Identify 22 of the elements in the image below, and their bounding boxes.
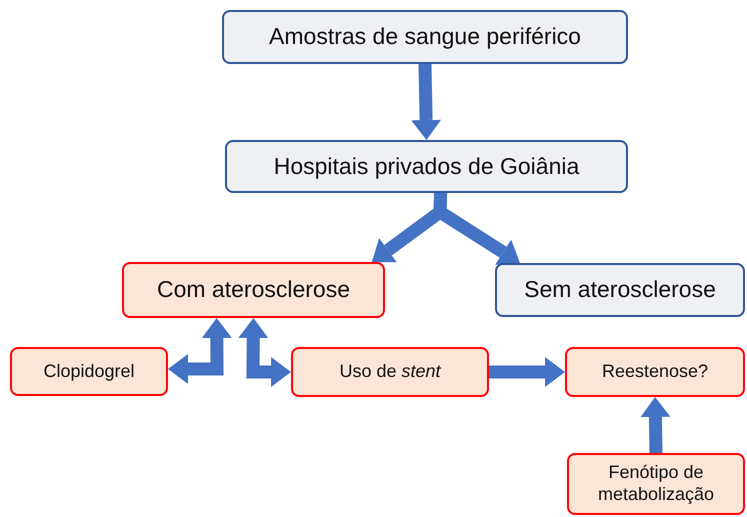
process-box <box>122 262 385 318</box>
process-box <box>567 453 745 515</box>
box-label: Sem aterosclerose <box>524 276 716 304</box>
box-label: Com aterosclerose <box>156 276 350 304</box>
box-label: Amostras de sangue periférico <box>269 23 581 51</box>
box-label: Hospitais privados de Goiânia <box>274 152 580 180</box>
process-box <box>10 347 168 396</box>
process-box <box>495 263 745 317</box>
box-label: Uso de stent <box>339 361 441 383</box>
process-box <box>225 140 628 193</box>
box-label: Clopidogrel <box>43 360 135 382</box>
block-arrow <box>411 64 442 140</box>
process-box <box>291 347 489 397</box>
process-box <box>565 347 745 397</box>
block-arrow <box>238 318 291 387</box>
box-label: Reestenose? <box>602 361 708 383</box>
process-box <box>222 10 628 64</box>
box-label: Fenótipo de metabolização <box>596 462 716 506</box>
block-arrow <box>640 397 670 454</box>
block-arrow <box>489 357 565 387</box>
block-arrow <box>168 318 232 384</box>
block-arrow <box>433 192 520 265</box>
